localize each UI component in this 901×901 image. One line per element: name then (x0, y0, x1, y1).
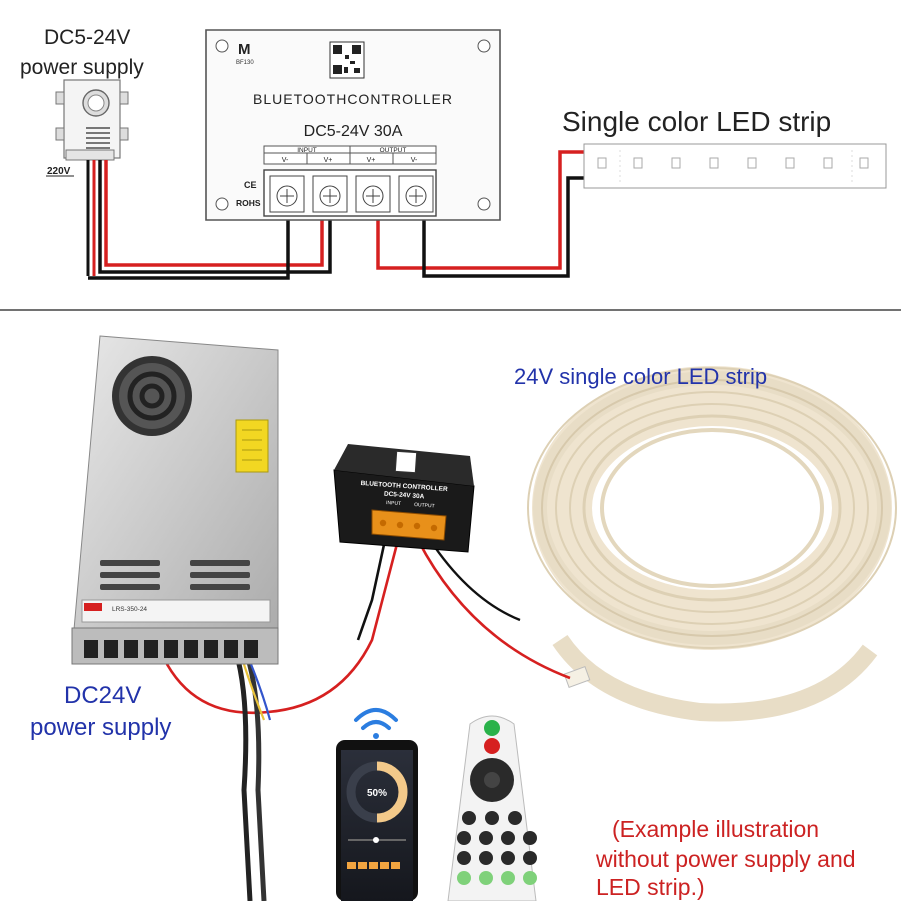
brand-logo: M (238, 41, 251, 58)
ce-mark: CE (244, 180, 257, 190)
input-header: INPUT (386, 500, 401, 507)
top-led-strip (583, 143, 887, 189)
smartphone: 50% (336, 708, 418, 901)
output-header: OUTPUT (380, 147, 407, 154)
bottom-psu-label-1: DC24V (64, 682, 142, 709)
qr-code (329, 41, 365, 79)
industrial-power-supply: LRS-350-24 (71, 335, 279, 665)
terminal-label: V- (411, 157, 418, 164)
remote-control (447, 715, 537, 901)
top-psu-label-1: DC5-24V (44, 26, 131, 49)
controller-title: BLUETOOTHCONTROLLER (253, 91, 453, 107)
top-wires (86, 150, 592, 280)
top-controller: M BF130 BLUETOOTHCONTROLLER DC5-24V 30A … (205, 29, 501, 221)
top-diagram: 220V M BF130 (46, 29, 887, 280)
psu-voltage-label: 220V (47, 166, 71, 177)
rohs-mark: ROHS (236, 198, 261, 208)
controller-rating: DC5-24V 30A (304, 123, 403, 140)
note-line-3: LED strip.) (596, 874, 705, 900)
screw-terminals (269, 175, 434, 213)
black-controller: BLUETOOTH CONTROLLER DC5-24V 30A INPUT O… (333, 444, 475, 553)
top-psu-label-2: power supply (20, 56, 144, 79)
model-label: BF130 (236, 60, 254, 66)
note-line-1: (Example illustration (612, 816, 820, 842)
note-line-2: without power supply and (596, 846, 856, 872)
bottom-psu-label-2: power supply (30, 714, 172, 741)
bottom-wires (158, 539, 571, 901)
bottom-strip-label: 24V single color LED strip (514, 364, 768, 389)
led-strip-coil (527, 366, 897, 722)
input-header: INPUT (297, 147, 317, 154)
top-strip-label: Single color LED strip (562, 106, 832, 137)
output-header: OUTPUT (414, 502, 435, 509)
wifi-icon (354, 708, 398, 739)
terminal-label: V+ (324, 157, 333, 164)
brightness-percent: 50% (367, 788, 387, 799)
controller-rating: DC5-24V 30A (384, 491, 425, 501)
terminal-label: V- (282, 157, 289, 164)
bottom-diagram: LRS-350-24 BLUETOOTH CONTROLLER DC5-24V … (71, 335, 897, 901)
psu-model-label: LRS-350-24 (112, 606, 147, 613)
terminal-label: V+ (367, 157, 376, 164)
top-power-supply: 220V (46, 79, 129, 177)
